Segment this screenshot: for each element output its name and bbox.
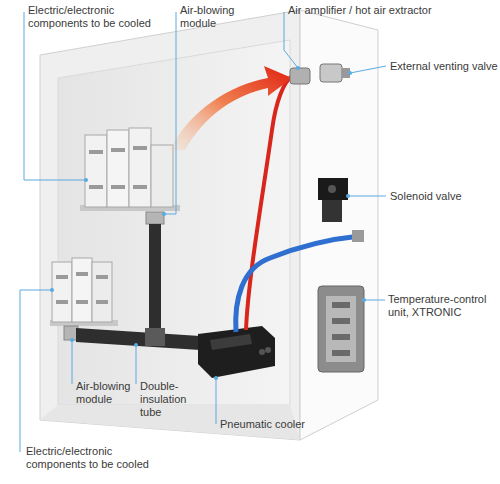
insulation-tube <box>76 328 200 350</box>
hot-air-tube <box>246 76 292 330</box>
air-blowing-module <box>146 212 164 224</box>
cabinet-back-wall <box>58 40 290 405</box>
callout-label: External venting valve <box>390 60 498 73</box>
terminal-block <box>52 262 72 322</box>
cabinet-side-wall <box>300 10 378 440</box>
terminal-block <box>107 130 129 207</box>
air-amplifier <box>290 68 310 84</box>
terminal-block <box>92 262 112 322</box>
temperature-control-unit <box>318 286 364 372</box>
solenoid-connector <box>328 185 336 193</box>
tube-tee <box>145 328 165 346</box>
terminal-block <box>85 135 107 207</box>
pneumatic-cooler <box>198 326 275 378</box>
cooler-port <box>259 349 265 355</box>
callout-label: Solenoid valve <box>390 190 490 203</box>
cooler-port <box>265 347 271 353</box>
callout-label: Double-insulation tube <box>140 380 210 419</box>
insulation-tube <box>149 224 161 336</box>
callout-label: Electric/electronic components to be coo… <box>26 445 166 471</box>
solenoid-valve <box>318 178 348 200</box>
venting-valve <box>320 64 342 82</box>
hot-air-arrow <box>170 66 292 150</box>
callout-label: Air-blowing module <box>76 380 132 406</box>
terminal-block <box>151 145 173 207</box>
callout-label: Pneumatic cooler <box>220 418 340 431</box>
control-unit-face <box>326 296 356 362</box>
callout-label: Air amplifier / hot air extractor <box>288 4 488 17</box>
terminal-screws <box>56 272 108 304</box>
callout-label: Electric/electronic components to be coo… <box>28 4 168 30</box>
solenoid-valve-body <box>322 200 342 222</box>
terminal-screws <box>89 146 147 189</box>
terminal-block <box>72 258 92 322</box>
air-blowing-module <box>64 326 78 340</box>
cabinet-frame <box>40 10 300 440</box>
terminal-block <box>129 128 151 207</box>
tube-fitting <box>352 230 364 242</box>
leader-lines <box>20 12 386 452</box>
leader-dots <box>50 66 366 380</box>
callout-label: Temperature-control unit, XTRONIC <box>388 293 498 319</box>
callout-label: Air-blowing module <box>180 4 250 30</box>
control-unit-slots <box>332 302 350 356</box>
cooler-label-plate <box>210 334 252 350</box>
